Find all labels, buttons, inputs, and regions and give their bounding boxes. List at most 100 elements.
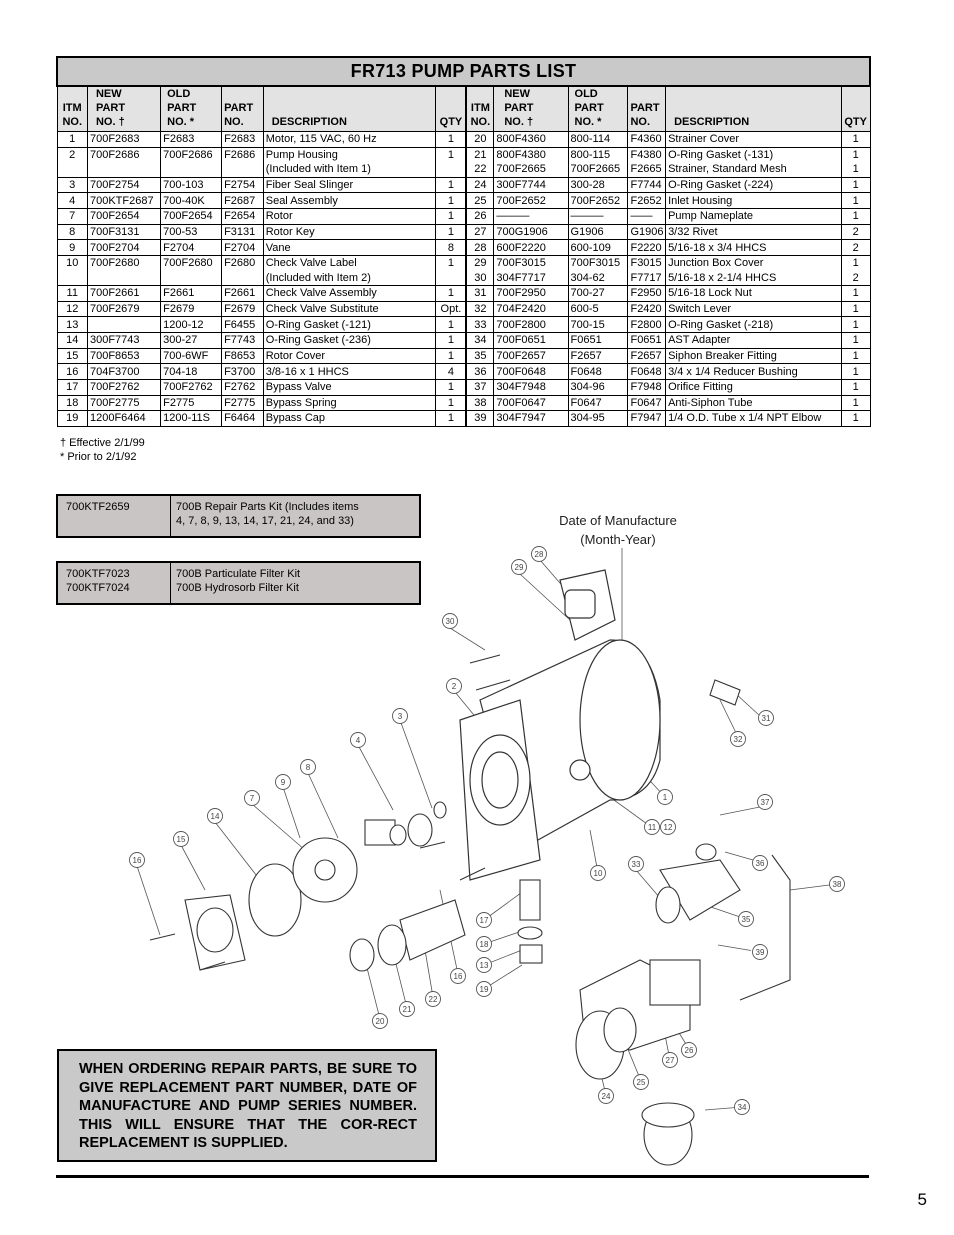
cell-description: Pump Housing — [262, 146, 437, 163]
callout-circle — [829, 876, 845, 892]
callout-circle — [399, 1001, 415, 1017]
cell-part-no: F3131 — [221, 223, 264, 241]
cell-qty: 1 — [840, 254, 871, 271]
cell-old-part: 800-114 — [567, 131, 629, 148]
callout-label: 22 — [429, 995, 438, 1004]
cell-item: 14 — [56, 332, 88, 349]
cell-old-part: 1200-12 — [160, 316, 223, 334]
cell-description: O-Ring Gasket (-236) — [262, 332, 437, 349]
cell-part-no: F7717 — [627, 270, 667, 287]
cell-item — [56, 270, 88, 287]
cell-part-no: F2680 — [221, 254, 264, 271]
callout-label: 19 — [480, 985, 489, 994]
callout-label: 33 — [632, 860, 641, 869]
cell-new-part: 304F7948 — [493, 378, 569, 396]
callout-label: 1 — [663, 793, 668, 802]
callout-label: 8 — [306, 763, 311, 772]
cell-new-part: 700F2680 — [86, 254, 162, 271]
cell-item: 36 — [465, 363, 495, 380]
cell-description: O-Ring Gasket (-131) — [665, 146, 842, 163]
cell-item: 33 — [465, 316, 495, 334]
callout-label: 4 — [356, 736, 361, 745]
cell-description: Orifice Fitting — [665, 378, 842, 396]
cell-new-part — [86, 162, 162, 178]
cell-new-part: 700F2652 — [493, 192, 569, 210]
cell-new-part: 700F2800 — [493, 316, 569, 334]
callout-circle — [657, 789, 673, 805]
cell-item: 26 — [465, 208, 495, 225]
cell-item: 30 — [465, 270, 495, 287]
cell-new-part: 704F2420 — [493, 300, 569, 318]
cell-new-part: 700F2654 — [86, 208, 162, 225]
callout-circle — [392, 708, 408, 724]
callout-circle — [446, 678, 462, 694]
callout-label: 3 — [398, 712, 403, 721]
cell-item: 10 — [56, 254, 88, 271]
cell-description: 5/16-18 Lock Nut — [665, 285, 842, 302]
cell-new-part: 700G1906 — [493, 223, 569, 241]
cell-description: Pump Nameplate — [665, 208, 842, 225]
callout-circle — [752, 944, 768, 960]
callout-circle — [511, 559, 527, 575]
callout-label: 13 — [480, 961, 489, 970]
ordering-notice: WHEN ORDERING REPAIR PARTS, BE SURE TO G… — [57, 1049, 437, 1162]
cell-qty: 1 — [840, 176, 871, 194]
callout-circle — [531, 546, 547, 562]
callout-circle — [425, 991, 441, 1007]
callout-label: 15 — [177, 835, 186, 844]
callout-circle — [662, 1052, 678, 1068]
cell-qty: 1 — [840, 300, 871, 318]
callout-circle — [681, 1042, 697, 1058]
cell-old-part: 304-96 — [567, 378, 629, 396]
callout-circle — [660, 819, 676, 835]
callout-circle — [244, 790, 260, 806]
cell-qty: 1 — [435, 223, 468, 241]
callout-label: 39 — [756, 948, 765, 957]
cell-part-no: F6464 — [221, 410, 264, 427]
cell-qty: 1 — [435, 410, 468, 427]
cell-qty: 1 — [435, 146, 468, 163]
cell-old-part: 700-40K — [160, 192, 223, 210]
cell-item: 38 — [465, 394, 495, 412]
callout-label: 37 — [761, 798, 770, 807]
cell-part-no: F2950 — [627, 285, 667, 302]
cell-description: (Included with Item 2) — [262, 270, 437, 287]
cell-part-no: F8653 — [221, 347, 264, 365]
cell-item: 39 — [465, 410, 495, 427]
cell-item: 21 — [465, 146, 495, 163]
cell-new-part: 700F2704 — [86, 239, 162, 256]
header-qty-right: QTY — [840, 85, 871, 132]
cell-part-no: F2686 — [221, 146, 264, 163]
cell-new-part: 700F0648 — [493, 363, 569, 380]
callout-circle — [644, 819, 660, 835]
cell-new-part: 704F3700 — [86, 363, 162, 380]
callout-label: 32 — [734, 735, 743, 744]
cell-description: O-Ring Gasket (-121) — [262, 316, 437, 334]
cell-old-part — [160, 162, 223, 178]
cell-new-part: 600F2220 — [493, 239, 569, 256]
callout-label: 31 — [762, 714, 771, 723]
cell-old-part: 1200-11S — [160, 410, 223, 427]
cell-new-part: 700F2657 — [493, 347, 569, 365]
callout-label: 30 — [446, 617, 455, 626]
cell-part-no: F3015 — [627, 254, 667, 271]
cell-item: 29 — [465, 254, 495, 271]
cell-description: Check Valve Substitute — [262, 300, 437, 318]
callout-circle — [590, 865, 606, 881]
cell-old-part: 700F2654 — [160, 208, 223, 225]
callout-label: 34 — [738, 1103, 747, 1112]
cell-part-no: F2754 — [221, 176, 264, 194]
callout-circle — [275, 774, 291, 790]
